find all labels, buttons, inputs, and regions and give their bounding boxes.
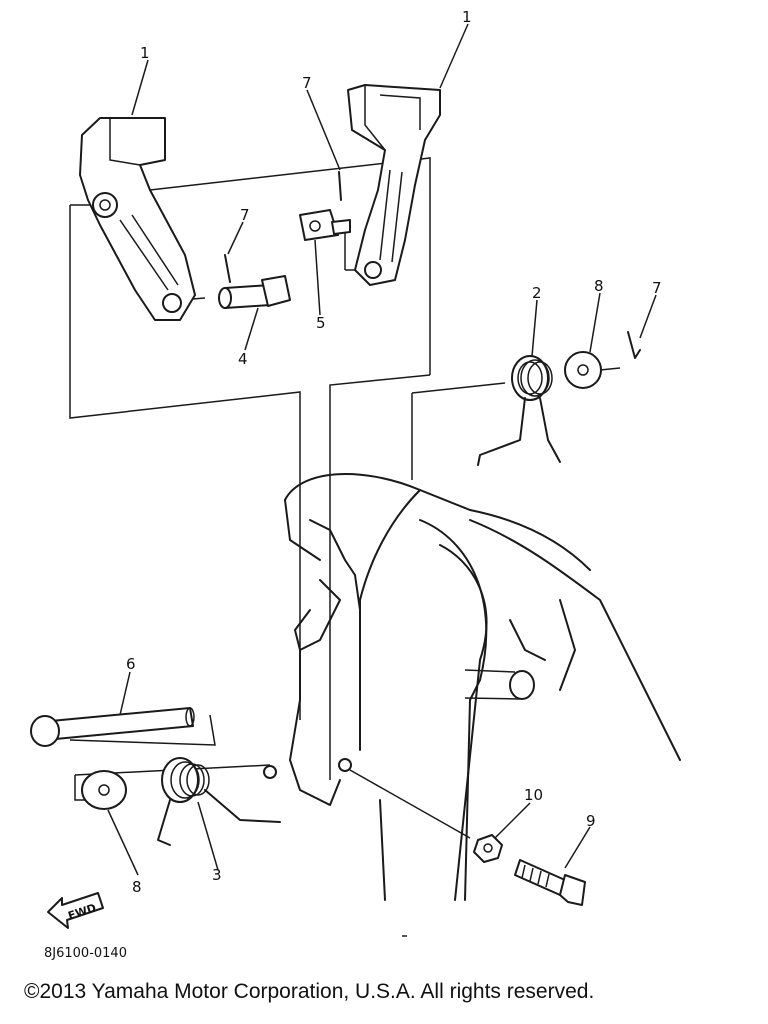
callout-7-left: 7 <box>240 206 250 224</box>
callout-9: 9 <box>586 812 596 830</box>
torsion-spring-3 <box>157 757 281 846</box>
callout-8-top: 8 <box>594 277 604 295</box>
main-bracket <box>263 473 681 901</box>
callout-2: 2 <box>532 284 542 302</box>
callout-numbers: 1 1 7 7 4 5 2 8 7 6 8 3 10 9 <box>126 8 662 896</box>
callout-10: 10 <box>524 786 543 804</box>
callout-7-right: 7 <box>652 279 662 297</box>
long-pin-6 <box>30 707 195 747</box>
washer-8-bottom <box>81 770 127 810</box>
callout-8-bottom: 8 <box>132 878 142 896</box>
callout-7-mid: 7 <box>302 74 312 92</box>
lever-arm-left <box>79 117 196 321</box>
nut-10 <box>473 834 503 863</box>
clevis-5 <box>299 209 351 241</box>
callout-leaders <box>107 23 657 876</box>
torsion-spring-2 <box>477 355 561 466</box>
fwd-arrow-icon: FWD <box>47 892 104 929</box>
callout-1-left: 1 <box>140 44 150 62</box>
callout-4: 4 <box>238 350 248 368</box>
clevis-pin-4 <box>218 275 291 309</box>
callout-1-right: 1 <box>462 8 472 26</box>
copyright-notice: ©2013 Yamaha Motor Corporation, U.S.A. A… <box>24 980 595 1003</box>
callout-3: 3 <box>212 866 222 884</box>
lever-arm-right <box>347 84 441 286</box>
diagram-code: 8J6100-0140 <box>44 946 127 961</box>
cotter-pins <box>224 171 641 359</box>
washer-8-top <box>564 351 602 389</box>
callout-6: 6 <box>126 655 136 673</box>
callout-5: 5 <box>316 314 326 332</box>
bolt-9 <box>514 859 586 906</box>
